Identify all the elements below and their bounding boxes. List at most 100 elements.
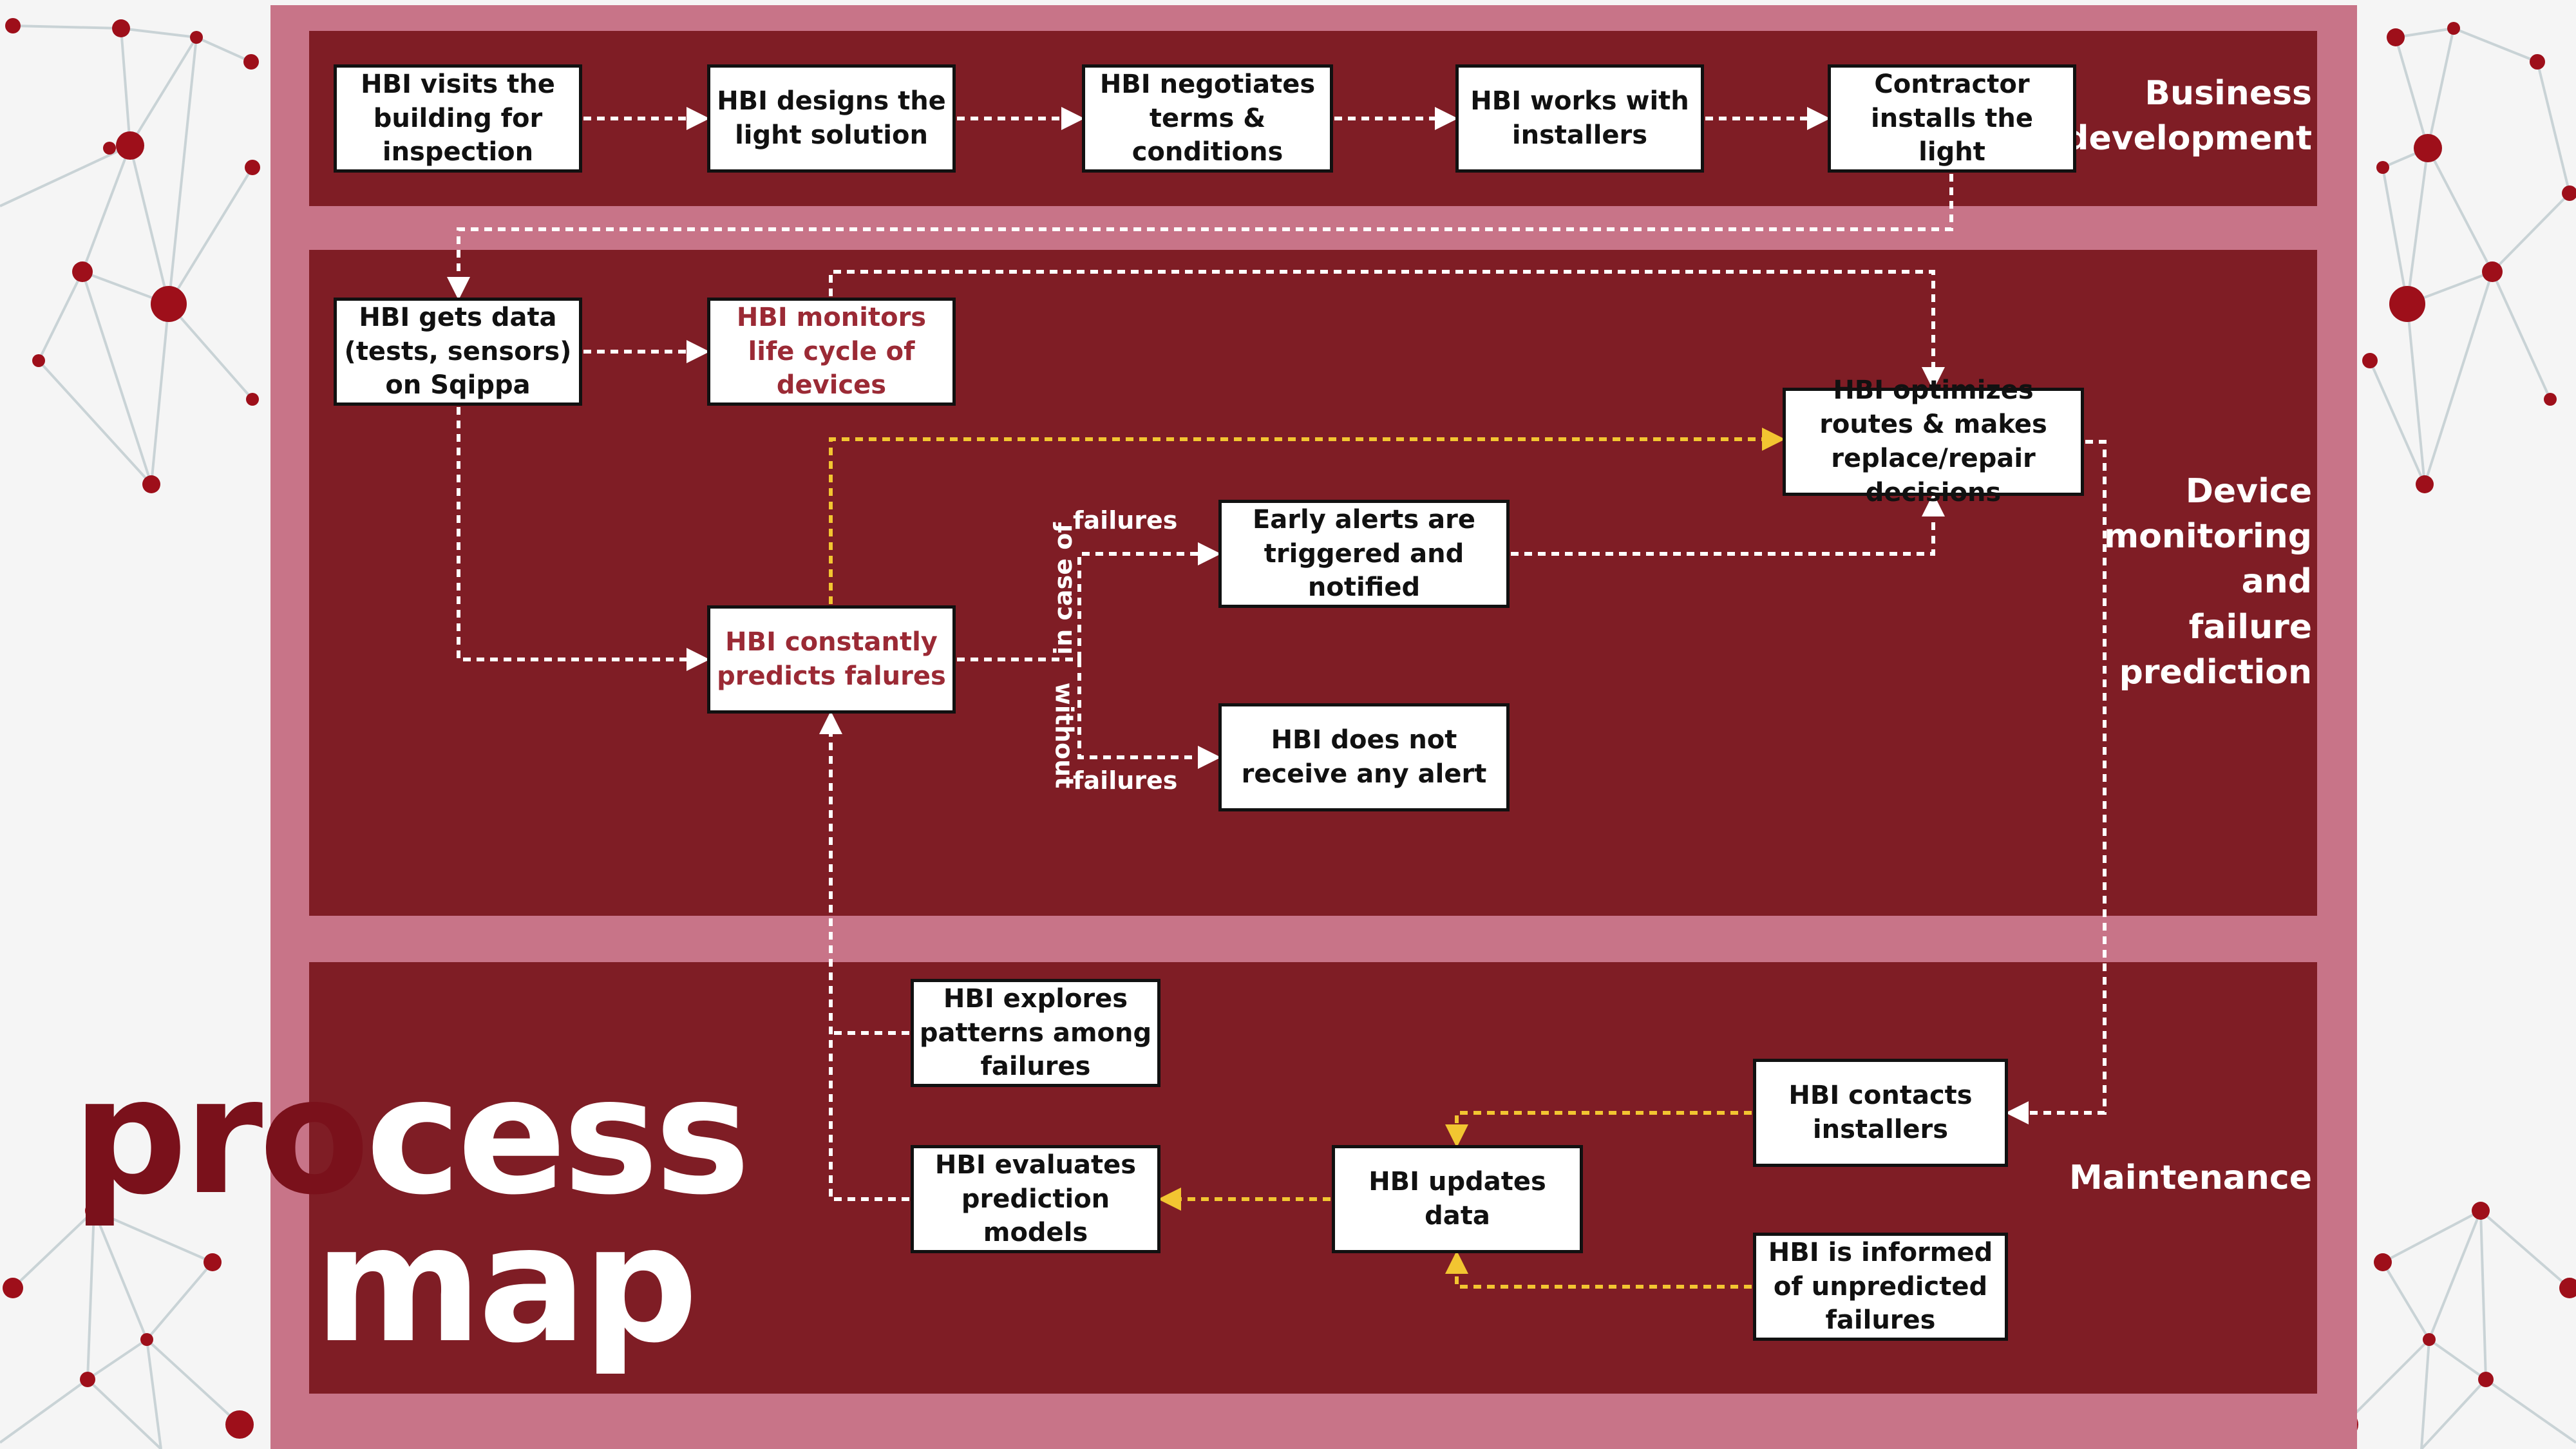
network-node-dot bbox=[2447, 22, 2460, 35]
node-informed-unpredicted: HBI is informed of unpredicted failures bbox=[1753, 1233, 2008, 1341]
node-gets-data: HBI gets data (tests, sensors) on Sqippa bbox=[334, 298, 582, 406]
network-line bbox=[2369, 360, 2426, 485]
network-node-dot bbox=[85, 1202, 103, 1220]
network-node-dot bbox=[2562, 185, 2576, 201]
network-line bbox=[2428, 1338, 2487, 1381]
network-node-dot bbox=[2416, 475, 2434, 493]
network-line bbox=[2406, 303, 2426, 485]
network-line bbox=[93, 1209, 213, 1264]
network-line bbox=[2491, 271, 2552, 400]
network-line bbox=[2423, 271, 2494, 485]
network-line bbox=[2395, 27, 2454, 39]
network-line bbox=[167, 166, 254, 305]
network-line bbox=[167, 303, 254, 401]
network-line bbox=[2382, 1261, 2430, 1341]
network-node-dot bbox=[2530, 54, 2545, 70]
edge-label-failures-top: failures bbox=[1073, 506, 1178, 535]
network-line bbox=[146, 1339, 162, 1449]
network-node-dot bbox=[2544, 393, 2557, 406]
band-label-maintenance: Maintenance bbox=[2069, 1159, 2312, 1197]
network-node-dot bbox=[32, 354, 45, 367]
network-line bbox=[2420, 1339, 2430, 1449]
network-node-dot bbox=[2387, 28, 2405, 46]
network-node-dot bbox=[2559, 1278, 2576, 1298]
network-line bbox=[12, 1209, 95, 1289]
title-line-2: map bbox=[314, 1191, 698, 1378]
network-line bbox=[2382, 1209, 2481, 1264]
network-line bbox=[2428, 1210, 2482, 1340]
network-node-dot bbox=[245, 160, 260, 175]
network-node-dot bbox=[2472, 1202, 2490, 1220]
network-node-dot bbox=[2389, 286, 2425, 322]
node-contacts-installers: HBI contacts installers bbox=[1753, 1059, 2008, 1167]
node-monitors-lifecycle: HBI monitors life cycle of devices bbox=[707, 298, 956, 406]
network-line bbox=[2453, 27, 2538, 63]
band-label-business: Business development bbox=[2065, 74, 2312, 158]
title-line-1: process bbox=[72, 1056, 750, 1217]
network-line bbox=[0, 144, 131, 207]
node-contractor-installs: Contractor installs the light bbox=[1828, 64, 2076, 173]
title-pro: pro bbox=[72, 1043, 370, 1230]
network-line bbox=[2427, 147, 2494, 272]
network-line bbox=[2479, 1210, 2487, 1380]
network-line bbox=[196, 36, 252, 63]
network-node-dot bbox=[246, 393, 259, 406]
node-early-alerts: Early alerts are triggered and notified bbox=[1218, 500, 1510, 608]
network-line bbox=[0, 1378, 89, 1444]
network-line bbox=[86, 1338, 148, 1381]
node-no-alert: HBI does not receive any alert bbox=[1218, 703, 1510, 811]
network-node-dot bbox=[2374, 1253, 2392, 1271]
network-line bbox=[2485, 1378, 2576, 1444]
network-node-dot bbox=[190, 31, 203, 44]
network-line bbox=[93, 1210, 148, 1340]
network-line bbox=[2491, 192, 2571, 273]
network-line bbox=[167, 37, 198, 305]
network-line bbox=[37, 271, 84, 361]
network-node-dot bbox=[3, 1278, 23, 1298]
network-node-dot bbox=[112, 19, 130, 37]
network-line bbox=[86, 1378, 162, 1449]
network-node-dot bbox=[2362, 353, 2378, 368]
network-line bbox=[146, 1261, 214, 1341]
band-label-device: Device monitoring and failure prediction bbox=[2103, 472, 2312, 692]
network-line bbox=[86, 1210, 95, 1380]
edge-label-in-case-of: in case of bbox=[1048, 522, 1077, 655]
network-node-dot bbox=[116, 131, 144, 160]
network-node-dot bbox=[2423, 1333, 2436, 1346]
network-line bbox=[120, 27, 197, 39]
network-node-dot bbox=[72, 261, 93, 282]
network-node-dot bbox=[142, 475, 160, 493]
network-line bbox=[2382, 167, 2409, 305]
network-node-dot bbox=[2414, 134, 2442, 162]
node-optimizes-routes: HBI optimizes routes & makes replace/rep… bbox=[1783, 375, 2084, 507]
node-updates-data: HBI updates data bbox=[1332, 1145, 1583, 1253]
node-evaluates-models: HBI evaluates prediction models bbox=[911, 1145, 1160, 1253]
title-cess: cess bbox=[366, 1043, 750, 1230]
network-node-dot bbox=[225, 1410, 254, 1439]
network-node-dot bbox=[243, 54, 259, 70]
network-line bbox=[2479, 1209, 2571, 1289]
network-node-dot bbox=[2376, 161, 2389, 174]
network-line bbox=[2536, 61, 2571, 194]
network-node-dot bbox=[2478, 1372, 2494, 1387]
network-line bbox=[120, 28, 131, 146]
network-node-dot bbox=[5, 18, 21, 33]
node-works-installers: HBI works with installers bbox=[1455, 64, 1704, 173]
network-line bbox=[37, 359, 153, 486]
network-node-dot bbox=[80, 1372, 95, 1387]
node-predicts-failures: HBI constantly predicts falures bbox=[707, 605, 956, 714]
network-node-dot bbox=[151, 286, 187, 322]
network-line bbox=[146, 1338, 241, 1426]
network-node-dot bbox=[204, 1253, 222, 1271]
network-line bbox=[2394, 37, 2429, 149]
network-node-dot bbox=[140, 1333, 153, 1346]
node-designs-light: HBI designs the light solution bbox=[707, 64, 956, 173]
network-line bbox=[81, 145, 131, 272]
network-line bbox=[129, 145, 170, 305]
network-line bbox=[2420, 1378, 2487, 1449]
edge-label-failures-bottom: failures bbox=[1073, 766, 1178, 795]
network-line bbox=[2343, 1338, 2430, 1426]
network-line bbox=[2427, 28, 2455, 149]
network-node-dot bbox=[2482, 261, 2503, 282]
